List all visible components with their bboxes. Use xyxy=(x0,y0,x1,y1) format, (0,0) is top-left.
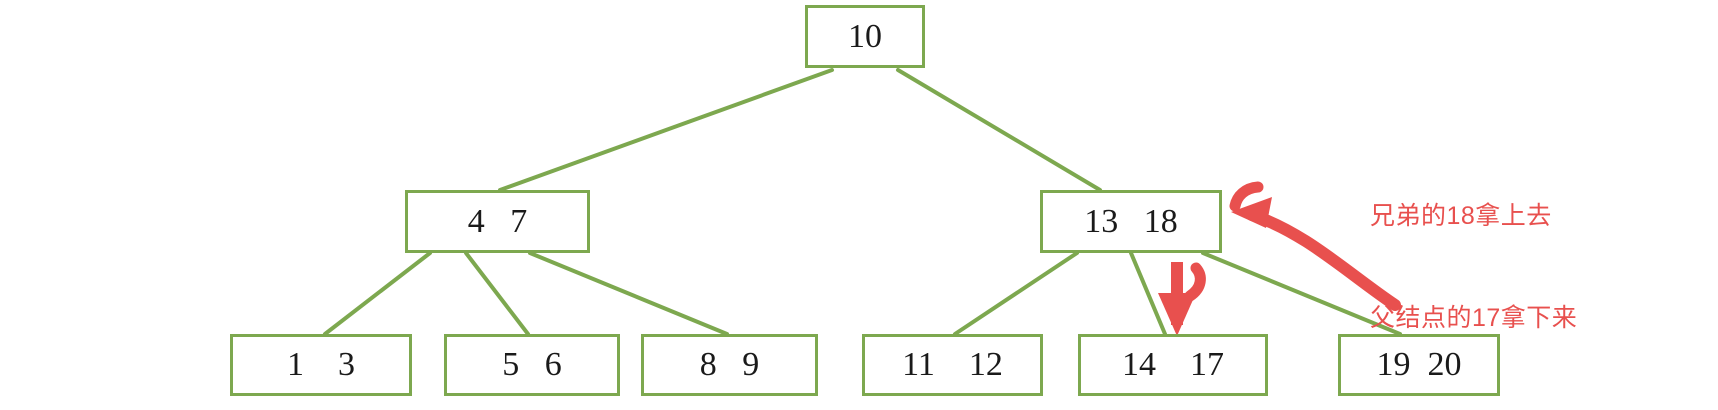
tree-node-l-1920: 19 20 xyxy=(1338,334,1500,396)
annotation-line-2: 父结点的17拿下来 xyxy=(1370,304,1578,332)
tree-node-keys: 19 20 xyxy=(1376,346,1462,383)
tree-node-root: 10 xyxy=(805,5,925,68)
tree-node-l-1112: 11 12 xyxy=(862,334,1043,396)
tree-node-keys: 4 7 xyxy=(467,202,528,240)
tree-node-keys: 1 3 xyxy=(287,346,355,383)
tree-edge xyxy=(528,251,729,336)
tree-edge xyxy=(1129,251,1167,336)
tree-node-keys: 11 12 xyxy=(902,346,1003,383)
down-arrow-to-14-17-icon xyxy=(1158,262,1206,336)
tree-node-keys: 5 6 xyxy=(502,346,562,383)
tree-edge xyxy=(498,68,834,192)
tree-node-n-1318: 13 18 xyxy=(1040,190,1222,253)
tree-node-l-56: 5 6 xyxy=(444,334,620,396)
tree-node-l-1417: 14 17 xyxy=(1078,334,1268,396)
tree-node-keys: 8 9 xyxy=(699,346,760,383)
tree-node-keys: 10 xyxy=(848,17,882,55)
annotation-line-1: 兄弟的18拿上去 xyxy=(1370,202,1552,230)
tree-node-keys: 13 18 xyxy=(1084,202,1178,240)
tree-node-keys: 14 17 xyxy=(1122,346,1224,383)
tree-edge xyxy=(464,251,530,336)
annotation-note: 兄弟的18拿上去 父结点的17拿下来 xyxy=(1370,131,1577,403)
tree-edge xyxy=(896,68,1102,192)
tree-node-l-89: 8 9 xyxy=(641,334,818,396)
tree-edge xyxy=(953,251,1079,336)
tree-node-n-47: 4 7 xyxy=(405,190,590,253)
tree-edge xyxy=(323,251,432,336)
tree-node-l-13: 1 3 xyxy=(230,334,412,396)
